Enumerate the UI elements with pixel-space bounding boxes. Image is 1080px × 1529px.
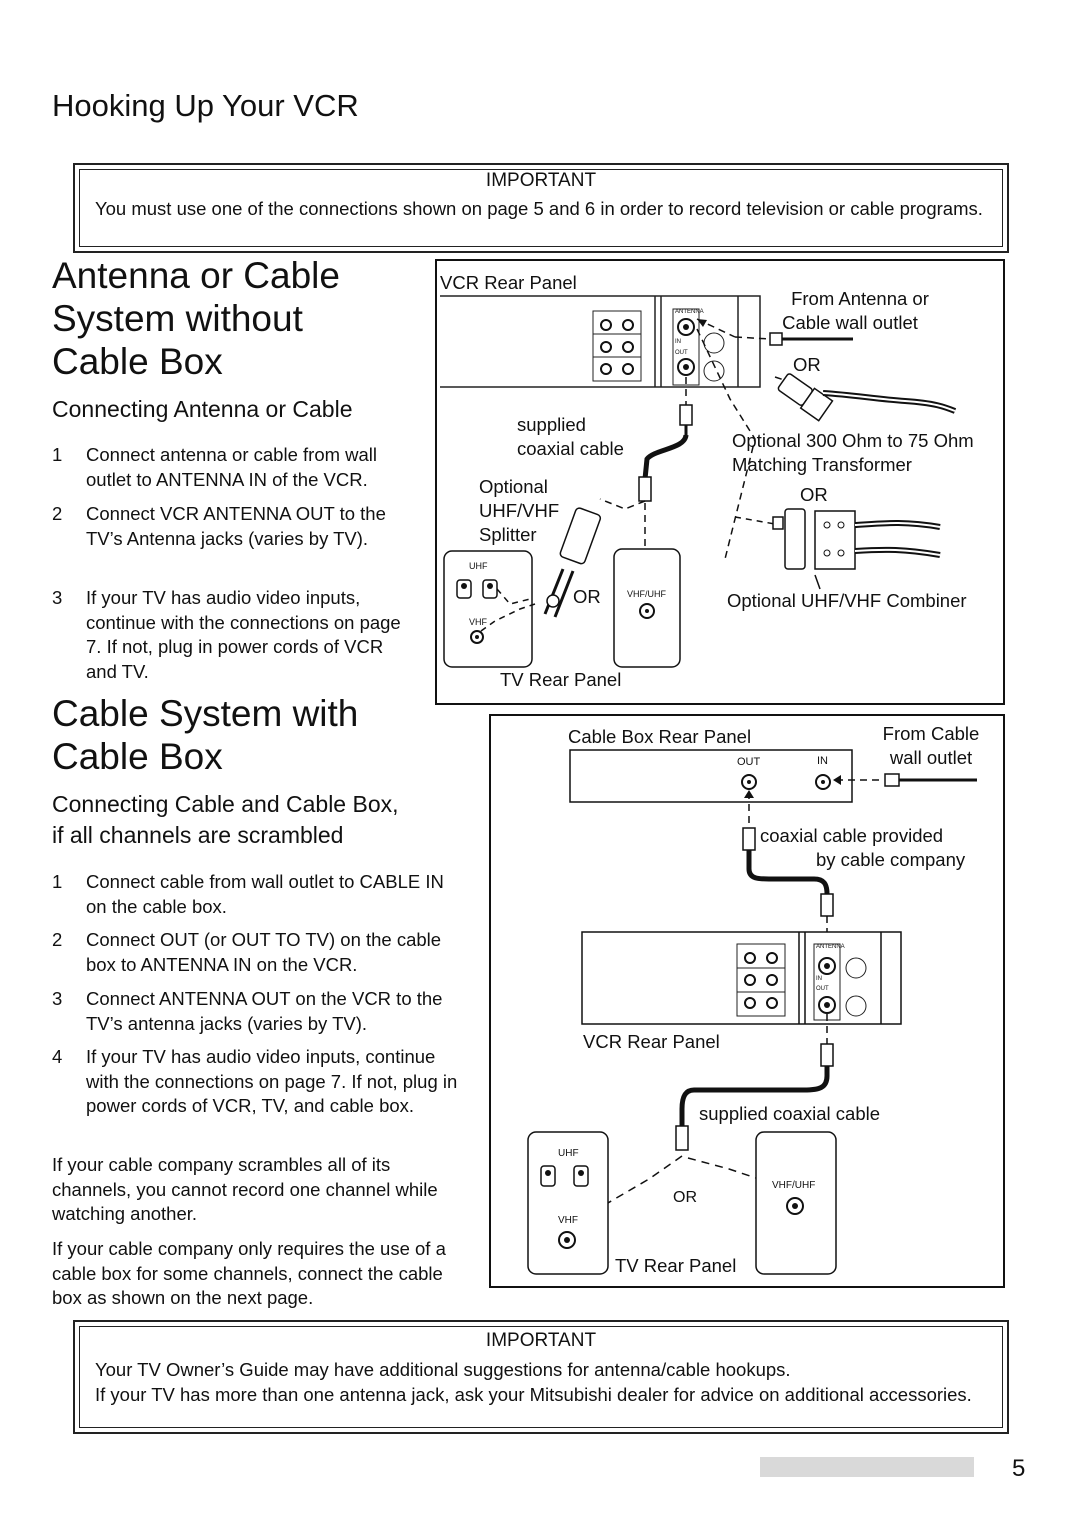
list-item: 1 Connect antenna or cable from wall out… <box>52 443 422 492</box>
page-tab-bar <box>760 1457 974 1477</box>
important-text-line2: If your TV has more than one antenna jac… <box>95 1384 972 1405</box>
cable-box-in-label: IN <box>817 755 828 767</box>
supplied-coax-label: supplied coaxial cable <box>699 1103 881 1124</box>
step-number: 2 <box>52 929 63 950</box>
important-heading: IMPORTANT <box>485 170 597 191</box>
vcr-rear-panel-label: VCR Rear Panel <box>440 272 577 293</box>
coax-provided-label-line2: by cable company <box>816 849 966 870</box>
list-item: 3 If your TV has audio video inputs, con… <box>52 586 412 684</box>
step-text: If your TV has audio video inputs, conti… <box>86 587 401 682</box>
step-text: Connect VCR ANTENNA OUT to the TV’s Ante… <box>86 503 386 549</box>
section2-note1: If your cable company scrambles all of i… <box>52 1154 438 1224</box>
important-text-line1: Your TV Owner’s Guide may have additiona… <box>95 1359 791 1380</box>
combiner-label: Optional UHF/VHF Combiner <box>727 590 967 611</box>
supplied-cable-label-line1: supplied <box>517 414 586 435</box>
section2-subtitle-line1: Connecting Cable and Cable Box, <box>52 791 399 817</box>
important-notice-inner <box>79 169 1003 247</box>
or-label: OR <box>673 1189 697 1206</box>
diagram-antenna-hookup: VCR Rear Panel From Antenna or Cable wal… <box>435 259 1005 705</box>
step-text: Connect ANTENNA OUT on the VCR to the TV… <box>86 988 443 1034</box>
optional-transformer-label-line2: Matching Transformer <box>732 454 912 475</box>
important-text: You must use one of the connections show… <box>95 198 983 219</box>
tv-rear-panel-label: TV Rear Panel <box>615 1255 737 1276</box>
antenna-in-label: IN <box>675 339 681 345</box>
splitter-label-line3: Splitter <box>479 524 537 545</box>
antenna-jack-label: ANTENNA <box>675 309 704 315</box>
vhf-jack-label: VHF <box>469 617 487 627</box>
page-title: Hooking Up Your VCR <box>52 88 359 123</box>
or-label: OR <box>573 586 601 607</box>
optional-transformer-label-line1: Optional 300 Ohm to 75 Ohm <box>732 430 974 451</box>
uhf-jack-label: UHF <box>558 1148 579 1159</box>
vhf-uhf-jack-label: VHF/UHF <box>772 1180 816 1191</box>
section2-subtitle-line2: if all channels are scrambled <box>52 822 344 848</box>
section2-title-line2: Cable Box <box>52 736 223 777</box>
list-item: 1 Connect cable from wall outlet to CABL… <box>52 870 467 919</box>
important-notice-bottom: IMPORTANT Your TV Owner’s Guide may have… <box>73 1320 1009 1434</box>
supplied-cable-label-line2: coaxial cable <box>517 438 624 459</box>
section1-subtitle: Connecting Antenna or Cable <box>52 396 353 422</box>
page-number: 5 <box>1012 1455 1026 1482</box>
section1-title-line2: System without <box>52 298 303 339</box>
diagram2-drawing <box>489 714 1005 1288</box>
vhf-uhf-jack-label: VHF/UHF <box>627 589 666 599</box>
splitter-label-line2: UHF/VHF <box>479 500 560 521</box>
vcr-rear-panel-label: VCR Rear Panel <box>583 1031 720 1052</box>
or-label: OR <box>800 484 828 505</box>
section2-note2: If your cable company only requires the … <box>52 1238 446 1308</box>
cable-box-out-label: OUT <box>737 756 761 768</box>
cable-box-rear-panel-label: Cable Box Rear Panel <box>568 726 752 747</box>
from-antenna-label-line1: From Antenna or <box>791 288 929 309</box>
step-text: Connect OUT (or OUT TO TV) on the cable … <box>86 929 442 975</box>
step-number: 1 <box>52 444 63 465</box>
step-number: 2 <box>52 503 63 524</box>
list-item: 2 Connect VCR ANTENNA OUT to the TV’s An… <box>52 502 402 551</box>
step-number: 3 <box>52 587 63 608</box>
important-heading: IMPORTANT <box>485 1330 597 1351</box>
coax-provided-label-line1: coaxial cable provided <box>760 825 944 846</box>
vhf-jack-label: VHF <box>558 1215 578 1226</box>
important-notice-top: IMPORTANT You must use one of the connec… <box>73 163 1009 253</box>
antenna-in-label: IN <box>816 976 822 982</box>
important-notice-inner <box>79 1326 1003 1428</box>
step-number: 1 <box>52 871 63 892</box>
list-item: 3 Connect ANTENNA OUT on the VCR to the … <box>52 987 457 1036</box>
diagram1-drawing <box>435 259 1005 705</box>
antenna-jack-label: ANTENNA <box>816 944 845 950</box>
step-text: Connect antenna or cable from wall outle… <box>86 444 378 490</box>
antenna-out-label: OUT <box>816 986 829 992</box>
step-text: Connect cable from wall outlet to CABLE … <box>86 871 444 917</box>
list-item: 2 Connect OUT (or OUT TO TV) on the cabl… <box>52 928 452 977</box>
step-number: 4 <box>52 1046 63 1067</box>
tv-rear-panel-label: TV Rear Panel <box>500 669 622 690</box>
section1-title-line3: Cable Box <box>52 341 223 382</box>
from-cable-label-line2: wall outlet <box>889 747 973 768</box>
from-antenna-label-line2: Cable wall outlet <box>782 312 918 333</box>
diagram-cable-box-hookup: Cable Box Rear Panel From Cable wall out… <box>489 714 1005 1288</box>
step-number: 3 <box>52 988 63 1009</box>
section1-title-line1: Antenna or Cable <box>52 255 340 296</box>
or-label: OR <box>793 354 821 375</box>
list-item: 4 If your TV has audio video inputs, con… <box>52 1045 467 1119</box>
splitter-label-line1: Optional <box>479 476 548 497</box>
antenna-out-label: OUT <box>675 350 688 356</box>
section2-title-line1: Cable System with <box>52 693 359 734</box>
from-cable-label-line1: From Cable <box>882 723 980 744</box>
step-text: If your TV has audio video inputs, conti… <box>86 1046 458 1116</box>
uhf-jack-label: UHF <box>469 561 488 571</box>
